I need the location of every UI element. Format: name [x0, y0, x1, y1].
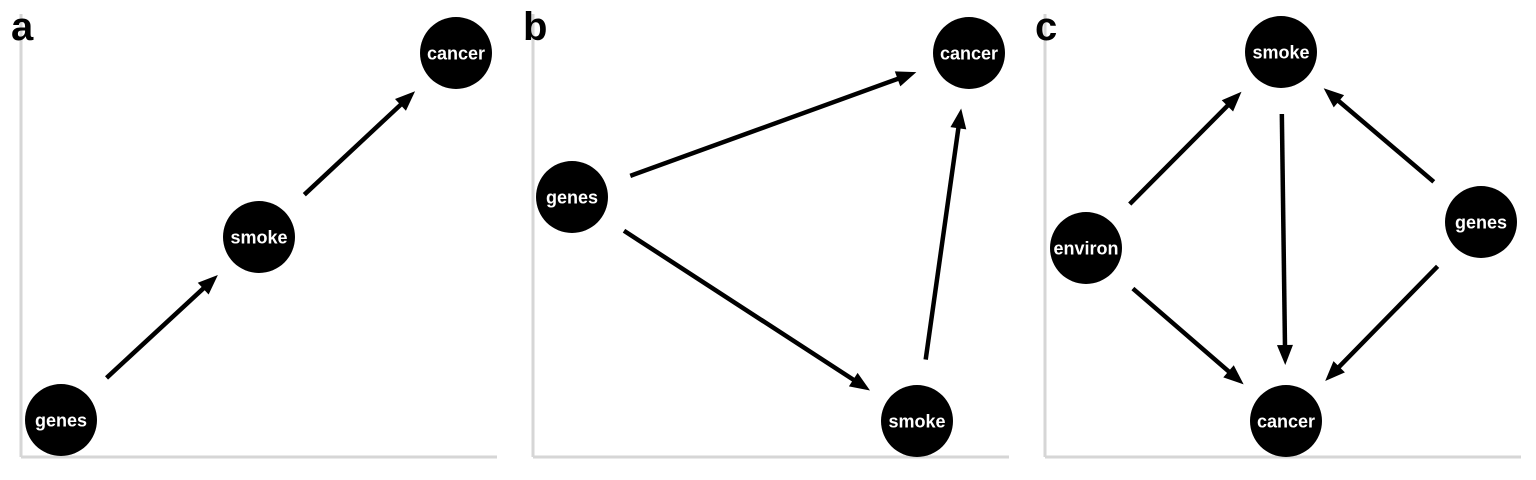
node-label-smoke: smoke — [230, 227, 287, 247]
node-smoke: smoke — [1245, 16, 1317, 88]
node-circle-genes — [25, 384, 97, 456]
node-label-cancer: cancer — [1257, 411, 1315, 431]
node-label-genes: genes — [35, 410, 87, 430]
edge-environ-to-smoke — [1128, 91, 1242, 206]
panel-a: genes smoke cancer a — [11, 5, 497, 459]
node-circle-cancer — [420, 17, 492, 89]
arrowhead-icon — [1276, 344, 1293, 366]
edge-shaft — [629, 75, 904, 178]
node-circle-genes — [1445, 186, 1517, 258]
arrowhead-icon — [394, 91, 416, 111]
edge-genes-to-smoke — [622, 228, 871, 391]
node-label-genes: genes — [546, 187, 598, 207]
edge-shaft — [1131, 286, 1234, 377]
edge-shaft — [105, 283, 209, 380]
node-cancer: cancer — [1250, 385, 1322, 457]
node-environ: environ — [1050, 212, 1122, 284]
node-genes: genes — [25, 384, 97, 456]
node-circle-cancer — [933, 17, 1005, 89]
edge-shaft — [1279, 113, 1288, 351]
node-circle-smoke — [1245, 16, 1317, 88]
node-circle-environ — [1050, 212, 1122, 284]
arrowhead-icon — [1323, 88, 1345, 108]
edge-genes-to-cancer — [629, 71, 917, 178]
arrowhead-icon — [950, 108, 967, 130]
node-smoke: smoke — [223, 201, 295, 273]
node-label-environ: environ — [1053, 238, 1118, 258]
arrowhead-icon — [848, 372, 871, 391]
node-circle-smoke — [223, 201, 295, 273]
node-label-cancer: cancer — [427, 43, 485, 63]
node-cancer: cancer — [933, 17, 1005, 89]
edge-shaft — [302, 99, 406, 197]
edge-smoke-to-cancer — [923, 108, 967, 360]
node-circle-smoke — [881, 385, 953, 457]
edge-shaft — [923, 122, 962, 360]
arrowhead-icon — [894, 71, 917, 87]
panel-letter-c: c — [1035, 5, 1057, 49]
node-smoke: smoke — [881, 385, 953, 457]
edge-shaft — [1334, 264, 1440, 372]
panel-b: genes smoke cancer b — [523, 5, 1009, 459]
panel-c: smoke environ genes cancer c — [1035, 5, 1521, 459]
node-label-smoke: smoke — [888, 411, 945, 431]
edge-genes-to-smoke — [105, 275, 218, 380]
node-circle-genes — [536, 161, 608, 233]
edge-smoke-to-cancer — [1276, 113, 1293, 366]
edge-genes-to-smoke — [1323, 88, 1436, 184]
node-circle-cancer — [1250, 385, 1322, 457]
node-label-cancer: cancer — [940, 43, 998, 63]
edge-smoke-to-cancer — [302, 91, 416, 197]
edge-shaft — [1333, 96, 1436, 184]
node-cancer: cancer — [420, 17, 492, 89]
arrowhead-icon — [1325, 361, 1345, 382]
edge-shaft — [622, 228, 859, 385]
node-genes: genes — [536, 161, 608, 233]
edge-shaft — [1128, 100, 1233, 206]
edge-genes-to-cancer — [1325, 264, 1440, 382]
arrowhead-icon — [1223, 365, 1244, 385]
panel-letter-b: b — [523, 5, 547, 49]
node-label-smoke: smoke — [1252, 42, 1309, 62]
arrowhead-icon — [197, 275, 218, 295]
node-genes: genes — [1445, 186, 1517, 258]
panel-letter-a: a — [11, 5, 34, 49]
edge-environ-to-cancer — [1131, 286, 1244, 385]
arrowhead-icon — [1221, 91, 1242, 112]
node-label-genes: genes — [1455, 212, 1507, 232]
